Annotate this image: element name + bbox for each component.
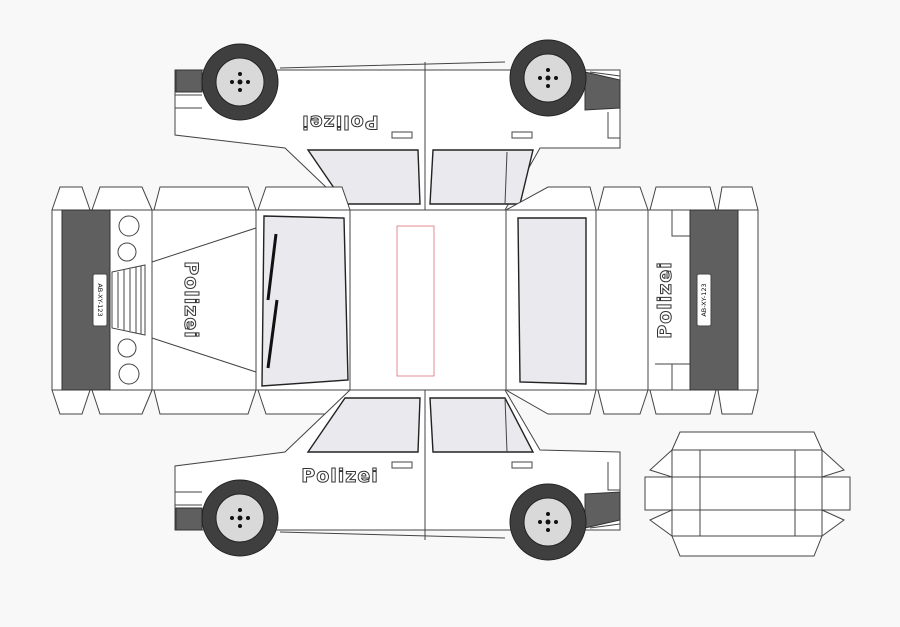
rear-plate-text: AB-XY-123 [96, 283, 104, 316]
top-front-bumper [584, 71, 621, 111]
wipers [266, 233, 279, 369]
box-fold-lines [672, 450, 822, 536]
top-side-panel: Polizei [174, 39, 621, 211]
box-right-flap [821, 476, 851, 511]
grille-slats [117, 266, 142, 334]
box-body [671, 449, 823, 537]
bottom-glue-tabs-left [51, 389, 351, 415]
bottom-rear-window [306, 397, 421, 453]
top-side-detail-lines [175, 61, 621, 139]
center-strip: AB-XY-123 Polizei Polizei AB-XY-123 [51, 186, 759, 415]
bottom-side-panel: Polizei [174, 389, 621, 561]
top-window-divider [504, 151, 508, 205]
lug-nuts [230, 72, 250, 92]
rear-window [517, 217, 587, 385]
bottom-polizei-label: Polizei [301, 465, 378, 487]
lug-nuts [538, 68, 558, 88]
box-bottom-tab [671, 535, 823, 557]
top-rear-wheel [201, 43, 279, 121]
box-top-tab [671, 431, 823, 451]
front-plate [696, 273, 712, 327]
hood-polizei-label: Polizei [180, 261, 202, 338]
bottom-window-divider [504, 397, 508, 453]
rear-plate [92, 273, 108, 327]
bottom-glue-tabs-right [505, 389, 759, 415]
top-door-handle-1 [391, 131, 413, 139]
lug-nuts [538, 512, 558, 532]
front-grille [111, 264, 146, 336]
bottom-door-handle-1 [391, 461, 413, 469]
roof-light-mark [396, 225, 435, 377]
top-polizei-label: Polizei [301, 111, 378, 133]
roof-light-box [644, 431, 851, 557]
bottom-rear-bumper [175, 507, 203, 531]
top-front-wheel [509, 39, 587, 117]
taillight-lines [648, 209, 690, 390]
top-door-handle-2 [511, 131, 533, 139]
box-left-flap [644, 476, 673, 511]
bottom-door-handle-2 [511, 461, 533, 469]
bottom-rear-wheel [201, 479, 279, 557]
headlights [117, 215, 140, 385]
bottom-front-wheel [509, 483, 587, 561]
trunk-polizei-label: Polizei [654, 261, 676, 338]
top-glue-tabs-right [505, 186, 759, 211]
top-rear-bumper [175, 69, 203, 93]
windshield [261, 215, 349, 387]
lug-nuts [230, 508, 250, 528]
bottom-side-detail-lines [175, 462, 621, 539]
top-front-window [429, 149, 534, 205]
top-glue-tabs-left [51, 186, 351, 211]
bottom-front-window [429, 397, 535, 453]
front-plate-text: AB-XY-123 [700, 283, 708, 316]
hood-lines [151, 227, 257, 373]
